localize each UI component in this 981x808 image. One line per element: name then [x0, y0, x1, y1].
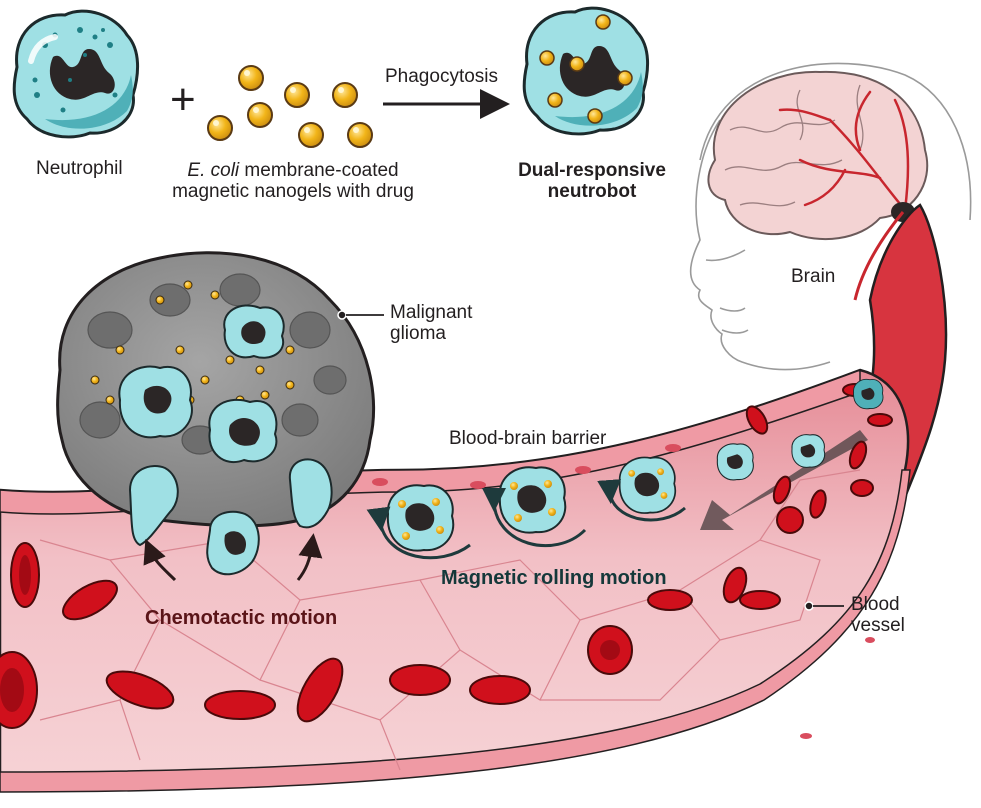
neutrobot-in-glioma-icon: [208, 398, 278, 463]
neutrobot-label: Dual-responsive neutrobot: [512, 160, 672, 203]
red-blood-cell-icon: [867, 413, 893, 427]
rolling-motion-arrows: [366, 479, 686, 560]
red-blood-cell-icon: [850, 479, 874, 497]
bbb-label: Blood-brain barrier: [449, 428, 607, 449]
nanogel-icon: [284, 82, 310, 108]
rolling-neutrobot-icon: [716, 443, 754, 481]
malignant-glioma-icon: [56, 251, 376, 576]
vessel-label-line1: Blood: [851, 594, 900, 615]
red-blood-cell-icon: [776, 506, 804, 534]
red-blood-cell-icon: [296, 657, 344, 723]
nanogel-icon: [247, 102, 273, 128]
chemotactic-label: Chemotactic motion: [145, 607, 338, 629]
red-blood-cell-icon: [587, 625, 633, 675]
red-blood-cell-icon: [745, 405, 769, 435]
neutrophil-label: Neutrophil: [36, 158, 123, 179]
magnetic-rolling-label: Magnetic rolling motion: [441, 567, 667, 589]
red-blood-cell-icon: [848, 440, 868, 470]
nanogel-icon: [238, 65, 264, 91]
vessel-pointer: [804, 601, 844, 611]
nanogel-icon: [332, 82, 358, 108]
neutrobot-in-glioma-icon: [223, 304, 285, 359]
rolling-neutrobots: [386, 378, 884, 552]
chemotactic-motion-arrows: [143, 533, 323, 582]
nanogel-cluster-icon: [207, 65, 373, 148]
nanogel-label: E. coli membrane-coated magnetic nanogel…: [168, 160, 418, 203]
rolling-neutrobot-icon: [386, 484, 455, 552]
rolling-neutrobot-icon: [853, 378, 884, 410]
nanogel-icon: [207, 115, 233, 141]
plus-symbol: +: [170, 75, 196, 124]
rolling-neutrobot-icon: [618, 456, 677, 514]
nanogel-label-italic: E. coli: [187, 160, 240, 181]
red-blood-cell-icon: [469, 675, 531, 705]
neutrophil-icon: [12, 9, 140, 139]
nanogel-icon: [298, 122, 324, 148]
nanogel-icon: [347, 122, 373, 148]
vessel-label-line2: vessel: [851, 615, 905, 637]
carotid-artery: [853, 211, 905, 301]
red-blood-cells: [0, 383, 893, 729]
glioma-label: Malignant glioma: [390, 302, 472, 345]
neutrobot-label-line2: neutrobot: [547, 181, 637, 203]
blood-vessel-label: Blood vessel: [851, 594, 905, 637]
red-blood-cell-icon: [204, 690, 276, 720]
red-blood-cell-icon: [10, 542, 40, 608]
blood-vessel: [0, 203, 948, 793]
head-outline: [689, 62, 972, 371]
rolling-neutrobot-icon: [498, 466, 567, 534]
red-blood-cell-icon: [105, 670, 175, 710]
phagocytosis-label: Phagocytosis: [385, 66, 499, 87]
brain-label: Brain: [791, 266, 836, 287]
glioma-pointer: [337, 310, 384, 320]
neutrobot-icon: [522, 6, 650, 136]
red-blood-cell-icon: [62, 579, 118, 621]
neutrobot-label-line1: Dual-responsive: [518, 160, 666, 181]
rolling-neutrobot-icon: [791, 434, 826, 468]
neutrobot-crossing-icon: [128, 458, 333, 576]
red-blood-cell-icon: [739, 590, 781, 610]
nanogel-label-rest: membrane-coated: [239, 160, 399, 181]
red-blood-cell-icon: [722, 566, 748, 604]
red-blood-cell-icon: [0, 651, 38, 729]
red-blood-cell-icon: [647, 589, 693, 611]
glioma-label-line1: Malignant: [390, 302, 473, 323]
red-blood-cell-icon: [809, 489, 827, 519]
brain-icon: [707, 70, 929, 241]
glioma-label-line2: glioma: [390, 323, 446, 345]
nanogel-label-line2: magnetic nanogels with drug: [172, 181, 414, 203]
red-blood-cell-icon: [389, 664, 451, 696]
neutrobot-in-glioma-icon: [118, 365, 193, 439]
red-blood-cell-icon: [772, 475, 792, 505]
